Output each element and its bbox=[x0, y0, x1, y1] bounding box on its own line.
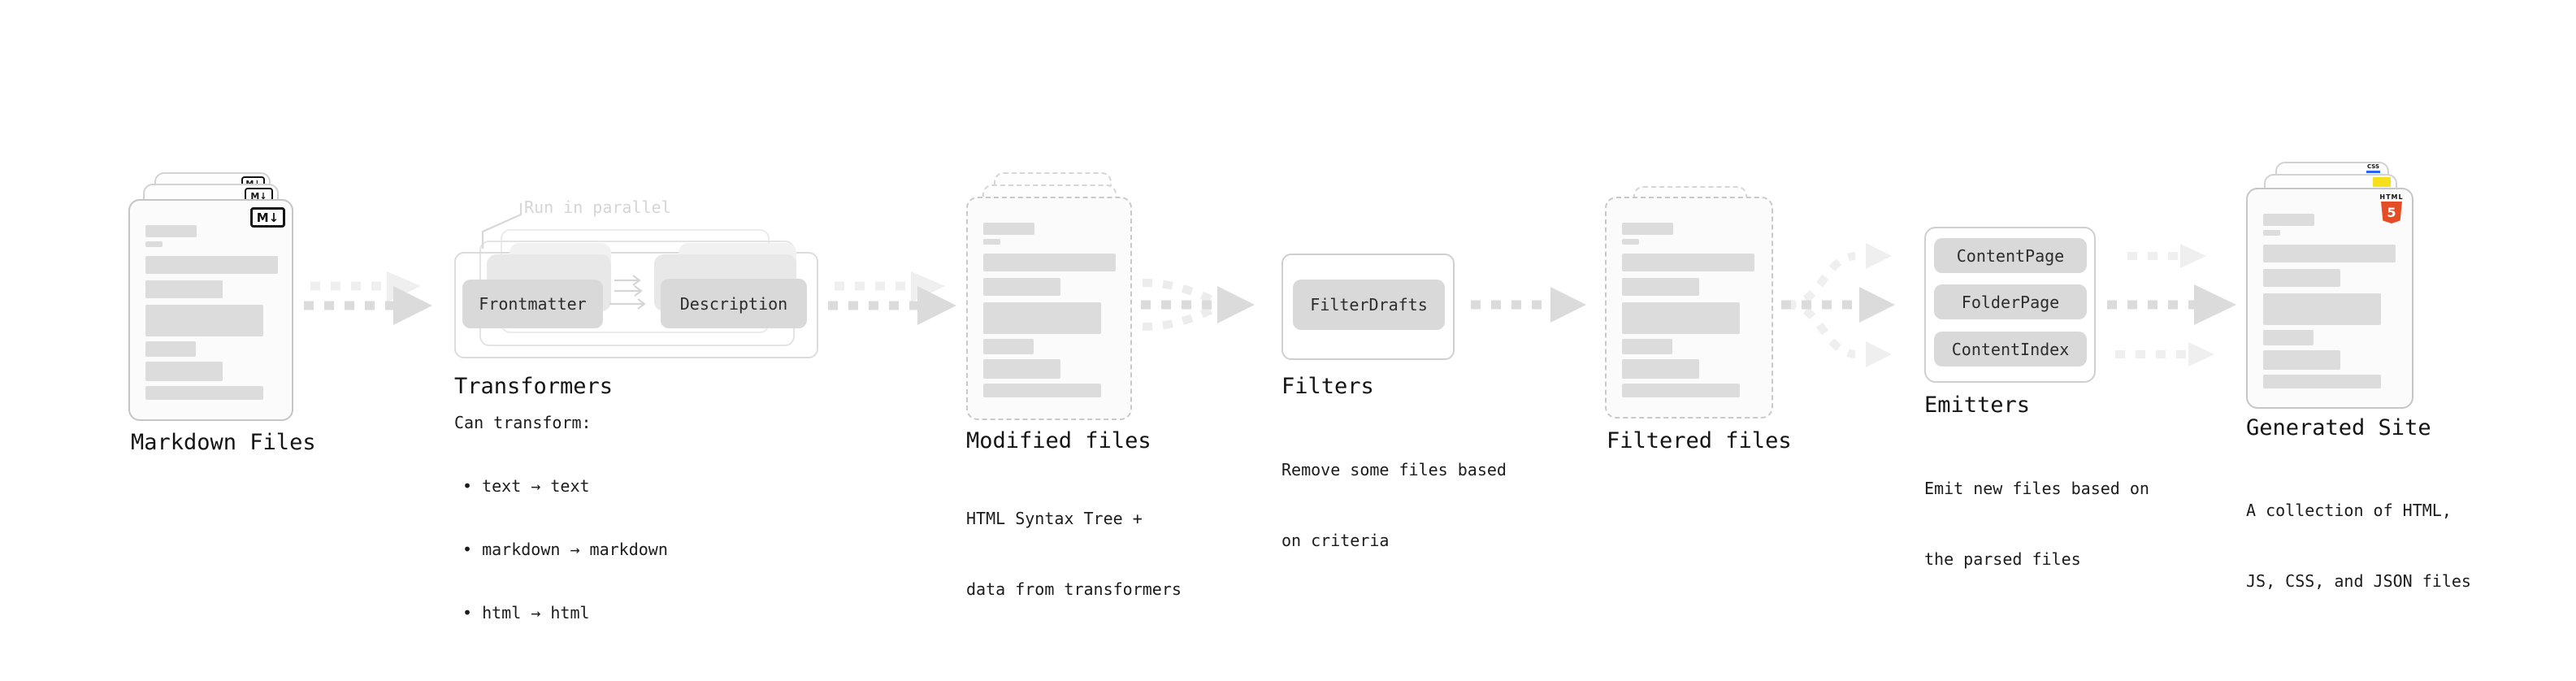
run-in-parallel-note: Run in parallel bbox=[524, 197, 671, 217]
transformers-bullet-list: • text → text • markdown → markdown • ht… bbox=[462, 433, 668, 666]
note-leader-line bbox=[481, 203, 523, 249]
parallel-transform-arrows bbox=[609, 275, 646, 310]
desc-line: on criteria bbox=[1281, 531, 1390, 550]
bullet-item: • html → html bbox=[462, 603, 590, 622]
html5-icon-number: 5 bbox=[2387, 205, 2396, 220]
markdown-icon: M↓ bbox=[250, 207, 285, 228]
html5-icon-word: HTML bbox=[2379, 193, 2404, 201]
emitters-desc: Emit new files based on the parsed files bbox=[1924, 430, 2149, 618]
html5-icon-shield: 5 bbox=[2381, 202, 2402, 223]
dashed-arrows-emitters-to-generated-site bbox=[2107, 244, 2236, 367]
transformer-frontmatter-pill: Frontmatter bbox=[462, 280, 603, 328]
transformers-desc-heading: Can transform: bbox=[454, 413, 592, 432]
markdown-file-card: M↓ bbox=[128, 199, 293, 421]
stage-label-markdown-files: Markdown Files bbox=[131, 430, 316, 455]
css-icon-underline bbox=[2366, 171, 2380, 173]
desc-line: Emit new files based on bbox=[1924, 479, 2149, 498]
bullet-item: • markdown → markdown bbox=[462, 540, 668, 559]
desc-line: JS, CSS, and JSON files bbox=[2246, 571, 2471, 591]
dashed-split-arrow-filtered-to-emitters bbox=[1781, 243, 1895, 367]
stage-title-emitters: Emitters bbox=[1924, 393, 2031, 418]
bullet-item: • text → text bbox=[462, 476, 590, 496]
stage-label-filtered-files: Filtered files bbox=[1607, 428, 1792, 453]
emitters-box bbox=[1924, 227, 2096, 383]
modified-file-card bbox=[966, 197, 1132, 420]
desc-line: data from transformers bbox=[966, 579, 1182, 599]
generated-site-desc: A collection of HTML, JS, CSS, and JSON … bbox=[2246, 452, 2471, 640]
filter-drafts-pill: FilterDrafts bbox=[1293, 280, 1445, 330]
filters-box bbox=[1281, 254, 1455, 360]
dashed-arrow-markdown-to-transformers bbox=[304, 271, 432, 325]
emitter-content-index-pill: ContentIndex bbox=[1934, 332, 2087, 367]
transformer-description-pill: Description bbox=[661, 279, 807, 328]
emitter-folder-page-pill: FolderPage bbox=[1934, 284, 2087, 319]
dashed-arrow-transformers-to-modified bbox=[828, 271, 956, 325]
dashed-arrow-filters-to-filtered bbox=[1471, 287, 1586, 323]
css-icon-label: CSS bbox=[2366, 163, 2380, 170]
desc-line: HTML Syntax Tree + bbox=[966, 509, 1143, 528]
filtered-file-card bbox=[1605, 197, 1773, 419]
stage-title-transformers: Transformers bbox=[454, 374, 614, 399]
document-text-placeholder-bars bbox=[2263, 214, 2396, 388]
desc-line: the parsed files bbox=[1924, 549, 2081, 569]
generated-site-card: HTML 5 bbox=[2246, 188, 2413, 409]
document-text-placeholder-bars bbox=[145, 225, 278, 400]
transformer-layer-front bbox=[454, 252, 818, 358]
filters-desc: Remove some files based on criteria bbox=[1281, 411, 1507, 600]
modified-files-desc: HTML Syntax Tree + data from transformer… bbox=[966, 460, 1182, 648]
document-text-placeholder-bars bbox=[983, 223, 1116, 397]
css-icon: CSS bbox=[2366, 163, 2380, 173]
document-text-placeholder-bars bbox=[1622, 223, 1754, 397]
desc-line: A collection of HTML, bbox=[2246, 501, 2452, 520]
html5-icon: HTML 5 bbox=[2379, 193, 2404, 223]
emitter-content-page-pill: ContentPage bbox=[1934, 238, 2087, 273]
stage-label-generated-site: Generated Site bbox=[2246, 415, 2431, 440]
javascript-icon bbox=[2373, 177, 2391, 187]
stage-label-modified-files: Modified files bbox=[966, 428, 1151, 453]
dashed-merge-arrow-modified-to-filters bbox=[1141, 279, 1255, 331]
stage-title-filters: Filters bbox=[1281, 374, 1374, 399]
desc-line: Remove some files based bbox=[1281, 460, 1507, 479]
